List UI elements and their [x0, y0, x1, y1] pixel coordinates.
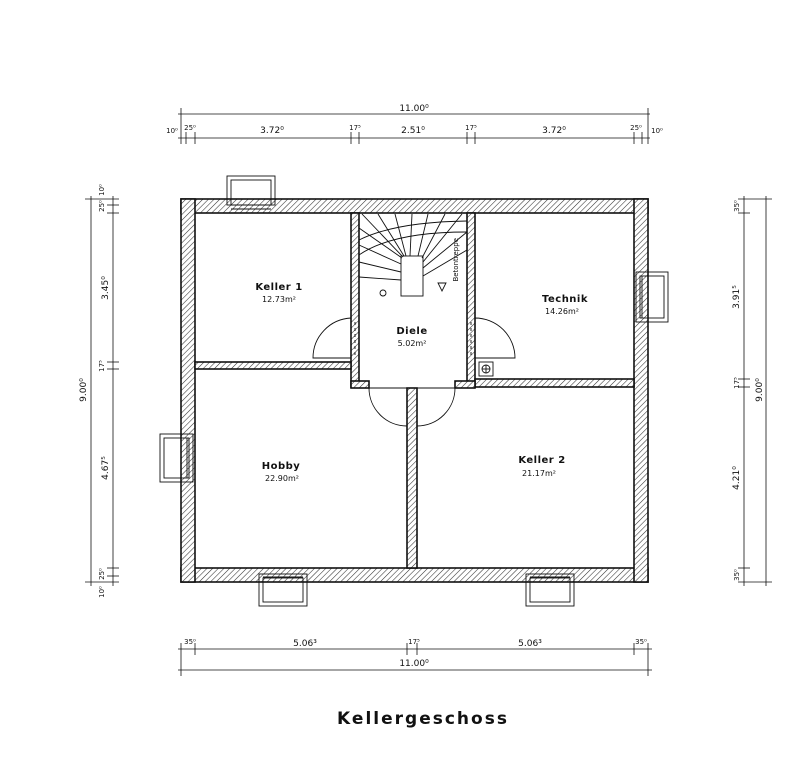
wall-hobby-keller2 [406, 387, 418, 569]
dim-top-seg-4: 17⁵ [349, 124, 361, 132]
wall-stair-left [350, 212, 360, 388]
dimension-left: 9.00⁰ 10⁰ 25⁰ 3.45⁰ 17⁵ 4.67⁵ 25⁰ 10⁰ [79, 184, 119, 598]
room-labels: Keller 1 12.73m² Diele 5.02m² Technik 14… [255, 282, 588, 483]
dim-right-seg-5: 35⁰ [733, 569, 741, 581]
wall-stair-right [466, 212, 476, 388]
walls [180, 198, 649, 583]
dim-right-seg-2: 3.91⁵ [732, 285, 742, 309]
staircase: Betontreppe [358, 213, 468, 297]
dim-top-seg-9: 10⁰ [651, 127, 663, 135]
room-name-hobby: Hobby [262, 461, 301, 472]
dim-bottom-seg-3: 17⁵ [408, 638, 420, 646]
dim-top-seg-7: 3.72⁰ [542, 126, 566, 136]
room-area-keller2: 21.17m² [522, 469, 556, 478]
dim-left-seg-2: 25⁰ [98, 200, 106, 212]
dim-top-seg-5: 2.51⁰ [401, 126, 425, 136]
door-swing-bottom-right [416, 387, 456, 427]
dim-left-seg-4: 17⁵ [98, 360, 106, 372]
dimension-top: 11.00⁰ 10⁰ 25⁰ 3.72⁰ 17⁵ 2.51⁰ 17⁵ 3.72⁰… [166, 104, 663, 144]
dim-bottom-seg-5: 35⁰ [635, 638, 647, 646]
dimension-bottom: 35⁰ 5.06³ 17⁵ 5.06³ 35⁰ 11.00⁰ [178, 638, 652, 676]
room-area-keller1: 12.73m² [262, 295, 296, 304]
dim-bottom-seg-4: 5.06³ [518, 639, 542, 649]
stair-arrow-icon [437, 282, 447, 293]
door-swing-right [474, 317, 516, 359]
stair-well [400, 255, 424, 297]
dim-left-seg-3: 3.45⁰ [101, 276, 111, 300]
outer-wall-top [180, 198, 649, 214]
dim-bottom-seg-1: 35⁰ [184, 638, 196, 646]
outer-wall-right [633, 198, 649, 583]
dim-left-seg-6: 25⁰ [98, 568, 106, 580]
wall-technik-keller2 [474, 378, 635, 388]
utility-symbol-icon [478, 361, 494, 377]
dim-right-seg-1: 35⁰ [733, 200, 741, 212]
wall-keller1-hobby [194, 361, 352, 370]
dim-left-seg-7: 10⁰ [98, 586, 106, 598]
room-area-hobby: 22.90m² [265, 474, 299, 483]
dim-left-total: 9.00⁰ [79, 378, 89, 402]
outer-wall-bottom [180, 567, 649, 583]
dim-right-seg-4: 4.21⁰ [732, 466, 742, 490]
dimension-right: 35⁰ 3.91⁵ 17⁵ 4.21⁰ 35⁰ 9.00⁰ [732, 196, 772, 586]
stair-label: Betontreppe [452, 238, 460, 282]
room-name-diele: Diele [396, 326, 427, 337]
dim-right-seg-3: 17⁵ [733, 377, 741, 389]
room-name-keller2: Keller 2 [518, 455, 565, 466]
dim-top-seg-2: 25⁰ [184, 124, 196, 132]
dim-top-seg-6: 17⁵ [465, 124, 477, 132]
dim-bottom-total: 11.00⁰ [399, 659, 429, 669]
dim-right-total: 9.00⁰ [755, 378, 765, 402]
door-swing-bottom-left [368, 387, 408, 427]
dim-left-seg-1: 10⁰ [98, 184, 106, 196]
dim-top-seg-3: 3.72⁰ [260, 126, 284, 136]
outer-wall-left [180, 198, 196, 583]
room-area-diele: 5.02m² [398, 339, 427, 348]
newel-post-icon [379, 289, 387, 297]
room-name-technik: Technik [542, 294, 588, 305]
dim-top-total: 11.00⁰ [399, 104, 429, 114]
window-right [635, 271, 669, 323]
room-name-keller1: Keller 1 [255, 282, 302, 293]
door-swing-left [312, 317, 352, 359]
plan-title: Kellergeschoss [337, 709, 509, 729]
dim-bottom-seg-2: 5.06³ [293, 639, 317, 649]
dim-top-seg-8: 25⁰ [630, 124, 642, 132]
window-bottom-left [258, 573, 308, 607]
room-area-technik: 14.26m² [545, 307, 579, 316]
dim-top-seg-1: 10⁰ [166, 127, 178, 135]
dim-left-seg-5: 4.67⁵ [101, 456, 111, 480]
doors [312, 317, 516, 427]
windows [159, 175, 669, 607]
wall-diele-bottom-right [454, 380, 476, 389]
wall-diele-bottom-left [350, 380, 370, 389]
window-bottom-right [525, 573, 575, 607]
window-left [159, 433, 194, 483]
